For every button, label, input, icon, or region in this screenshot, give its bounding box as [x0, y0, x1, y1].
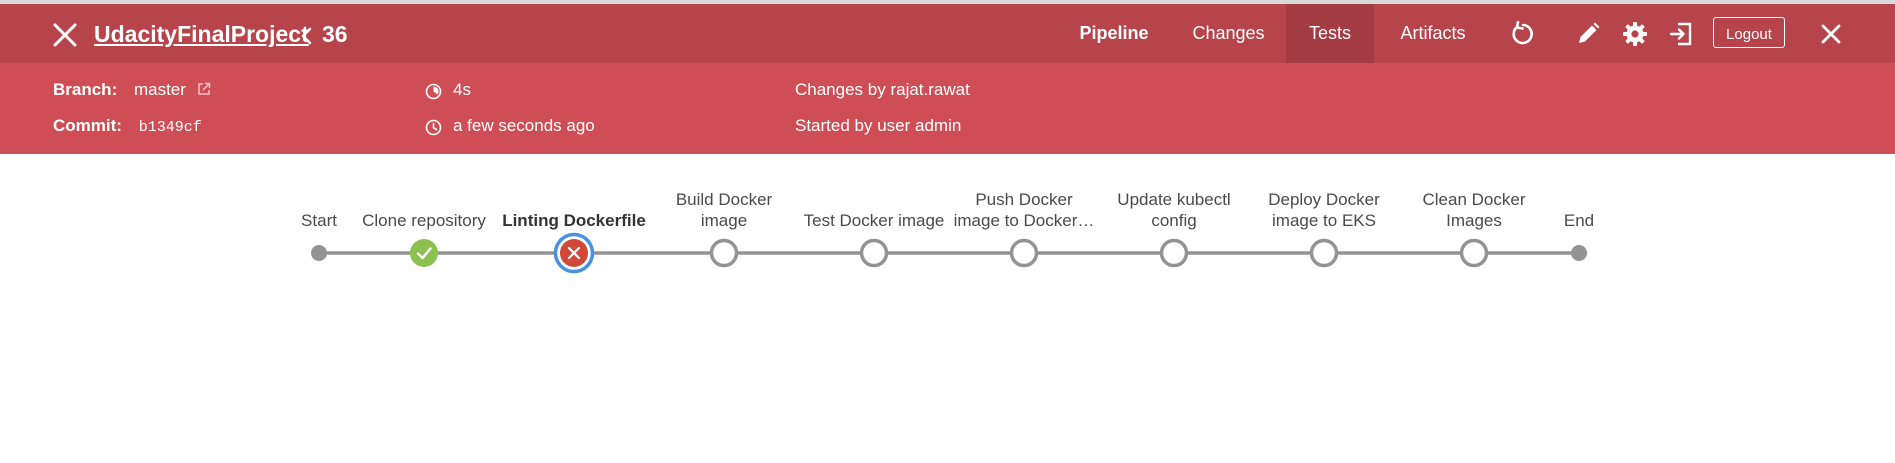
stage-label-line2: Images: [1446, 211, 1502, 230]
run-header: UdacityFinalProject 36 Pipeline Changes …: [0, 4, 1895, 63]
commit-label: Commit:: [53, 116, 122, 135]
stage-node-test-docker-image[interactable]: [859, 238, 889, 268]
stage-node-end[interactable]: [1571, 245, 1587, 261]
stage-label-clone-repository: Clone repository: [362, 211, 486, 230]
stage-label-line1: Clean Docker: [1422, 190, 1526, 209]
stage-label-deploy-docker-image-to-eks: Deploy Docker image to EKS: [1244, 189, 1404, 231]
stage-label-build-docker-image: Build Docker image: [644, 189, 804, 231]
close-icon[interactable]: [1818, 21, 1844, 47]
duration-icon: [425, 83, 442, 100]
gear-icon[interactable]: [1622, 21, 1648, 47]
stage-label-line1: Deploy Docker: [1268, 190, 1380, 209]
close-icon[interactable]: [52, 22, 78, 48]
stage-node-build-docker-image[interactable]: [709, 238, 739, 268]
error-x-icon: [567, 246, 581, 260]
stage-node-push-docker-image-to-docker[interactable]: [1009, 238, 1039, 268]
stage-label-line2: image to EKS: [1272, 211, 1376, 230]
tab-changes[interactable]: Changes: [1192, 23, 1265, 43]
stage-node-start[interactable]: [311, 245, 327, 261]
logout-button[interactable]: Logout: [1713, 17, 1785, 48]
duration-value: 4s: [453, 80, 471, 99]
tab-artifacts[interactable]: Artifacts: [1400, 23, 1466, 43]
stage-node-update-kubectl-config[interactable]: [1159, 238, 1189, 268]
edit-icon[interactable]: [1575, 21, 1601, 47]
stage-node-linting-dockerfile[interactable]: [553, 232, 595, 274]
stage-label-test-docker-image: Test Docker image: [803, 211, 945, 230]
external-link-icon[interactable]: [197, 82, 211, 96]
tab-pipeline[interactable]: Pipeline: [1079, 23, 1149, 43]
replay-icon[interactable]: [1510, 21, 1536, 47]
project-link[interactable]: UdacityFinalProject: [94, 21, 309, 47]
run-number: 36: [322, 21, 348, 47]
check-icon: [416, 247, 432, 260]
changes-by: Changes by rajat.rawat: [795, 80, 970, 99]
branch-value[interactable]: master: [133, 80, 186, 99]
branch-row: Branch: master: [53, 79, 211, 101]
window-top-border: [0, 0, 1895, 4]
started-time: a few seconds ago: [453, 116, 595, 135]
stage-label-line1: Build Docker: [675, 190, 773, 209]
stage-label-line2: image: [700, 211, 748, 230]
stage-label-line2: image to Docker…: [953, 211, 1095, 230]
stage-node-clean-docker-images[interactable]: [1459, 238, 1489, 268]
commit-value: b1349cf: [138, 119, 202, 136]
started-by: Started by user admin: [795, 116, 962, 135]
stage-label-start: Start: [301, 211, 337, 230]
commit-row: Commit: b1349cf: [53, 115, 202, 139]
stage-label-end: End: [1563, 211, 1595, 230]
pipeline-graph-canvas: [311, 232, 1587, 274]
stage-node-deploy-docker-image-to-eks[interactable]: [1309, 238, 1339, 268]
stage-label-line2: config: [1151, 211, 1197, 230]
stage-label-push-docker-image-to-docker: Push Docker image to Docker…: [944, 189, 1104, 231]
stage-label-line1: Push Docker: [975, 190, 1073, 209]
branch-label: Branch:: [53, 80, 118, 99]
chevron-left-icon: [301, 27, 312, 45]
stage-node-clone-repository[interactable]: [410, 239, 438, 267]
tab-tests[interactable]: Tests: [1286, 4, 1374, 63]
exit-icon[interactable]: [1668, 21, 1694, 47]
stage-label-line1: Update kubectl: [1117, 190, 1231, 209]
clock-icon: [425, 119, 442, 136]
stage-label-update-kubectl-config: Update kubectl config: [1094, 189, 1254, 231]
run-details: Branch: master Commit: b1349cf 4s a few …: [0, 63, 1895, 154]
stage-label-linting-dockerfile: Linting Dockerfile: [502, 211, 646, 230]
